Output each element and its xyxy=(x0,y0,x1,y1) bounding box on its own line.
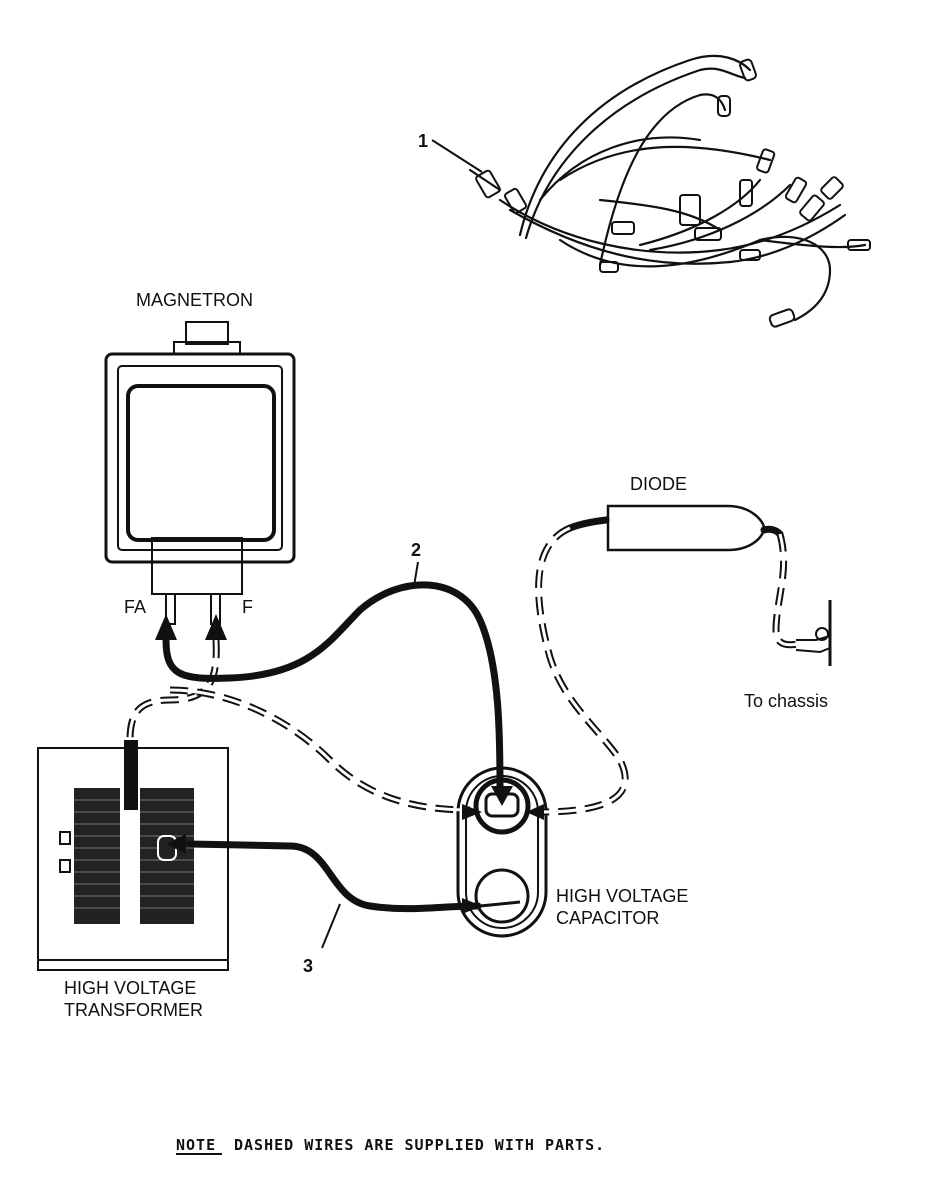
chassis-bracket xyxy=(795,600,832,666)
transformer-label-line2: TRANSFORMER xyxy=(64,1000,203,1020)
callout-3: 3 xyxy=(303,956,313,976)
callout-3-leader xyxy=(321,903,341,949)
callout-1: 1 xyxy=(418,131,428,151)
wire-2 xyxy=(155,581,513,806)
capacitor-label-line2: CAPACITOR xyxy=(556,908,659,928)
wire-3 xyxy=(166,804,544,914)
high-voltage-capacitor xyxy=(456,766,548,938)
harness-leader-line xyxy=(431,139,483,173)
arrow-to-f xyxy=(205,614,227,640)
terminal-fa-label: FA xyxy=(124,597,146,617)
transformer-label-line1: HIGH VOLTAGE xyxy=(64,978,196,998)
magnetron-label: MAGNETRON xyxy=(136,290,253,310)
arrow-to-fa xyxy=(155,614,177,640)
terminal-f-label: F xyxy=(242,597,253,617)
diode xyxy=(566,504,784,552)
diode-label: DIODE xyxy=(630,474,687,494)
capacitor-label-line1: HIGH VOLTAGE xyxy=(556,886,688,906)
dashed-wires xyxy=(126,524,799,816)
note-text: DASHED WIRES ARE SUPPLIED WITH PARTS. xyxy=(234,1136,605,1154)
callout-2: 2 xyxy=(411,540,421,560)
note-prefix: NOTE xyxy=(176,1136,216,1154)
wire-harness xyxy=(468,54,871,328)
callout-2-leader xyxy=(413,561,419,587)
magnetron xyxy=(104,321,296,625)
high-voltage-transformer xyxy=(37,740,229,971)
to-chassis-label: To chassis xyxy=(744,691,828,711)
